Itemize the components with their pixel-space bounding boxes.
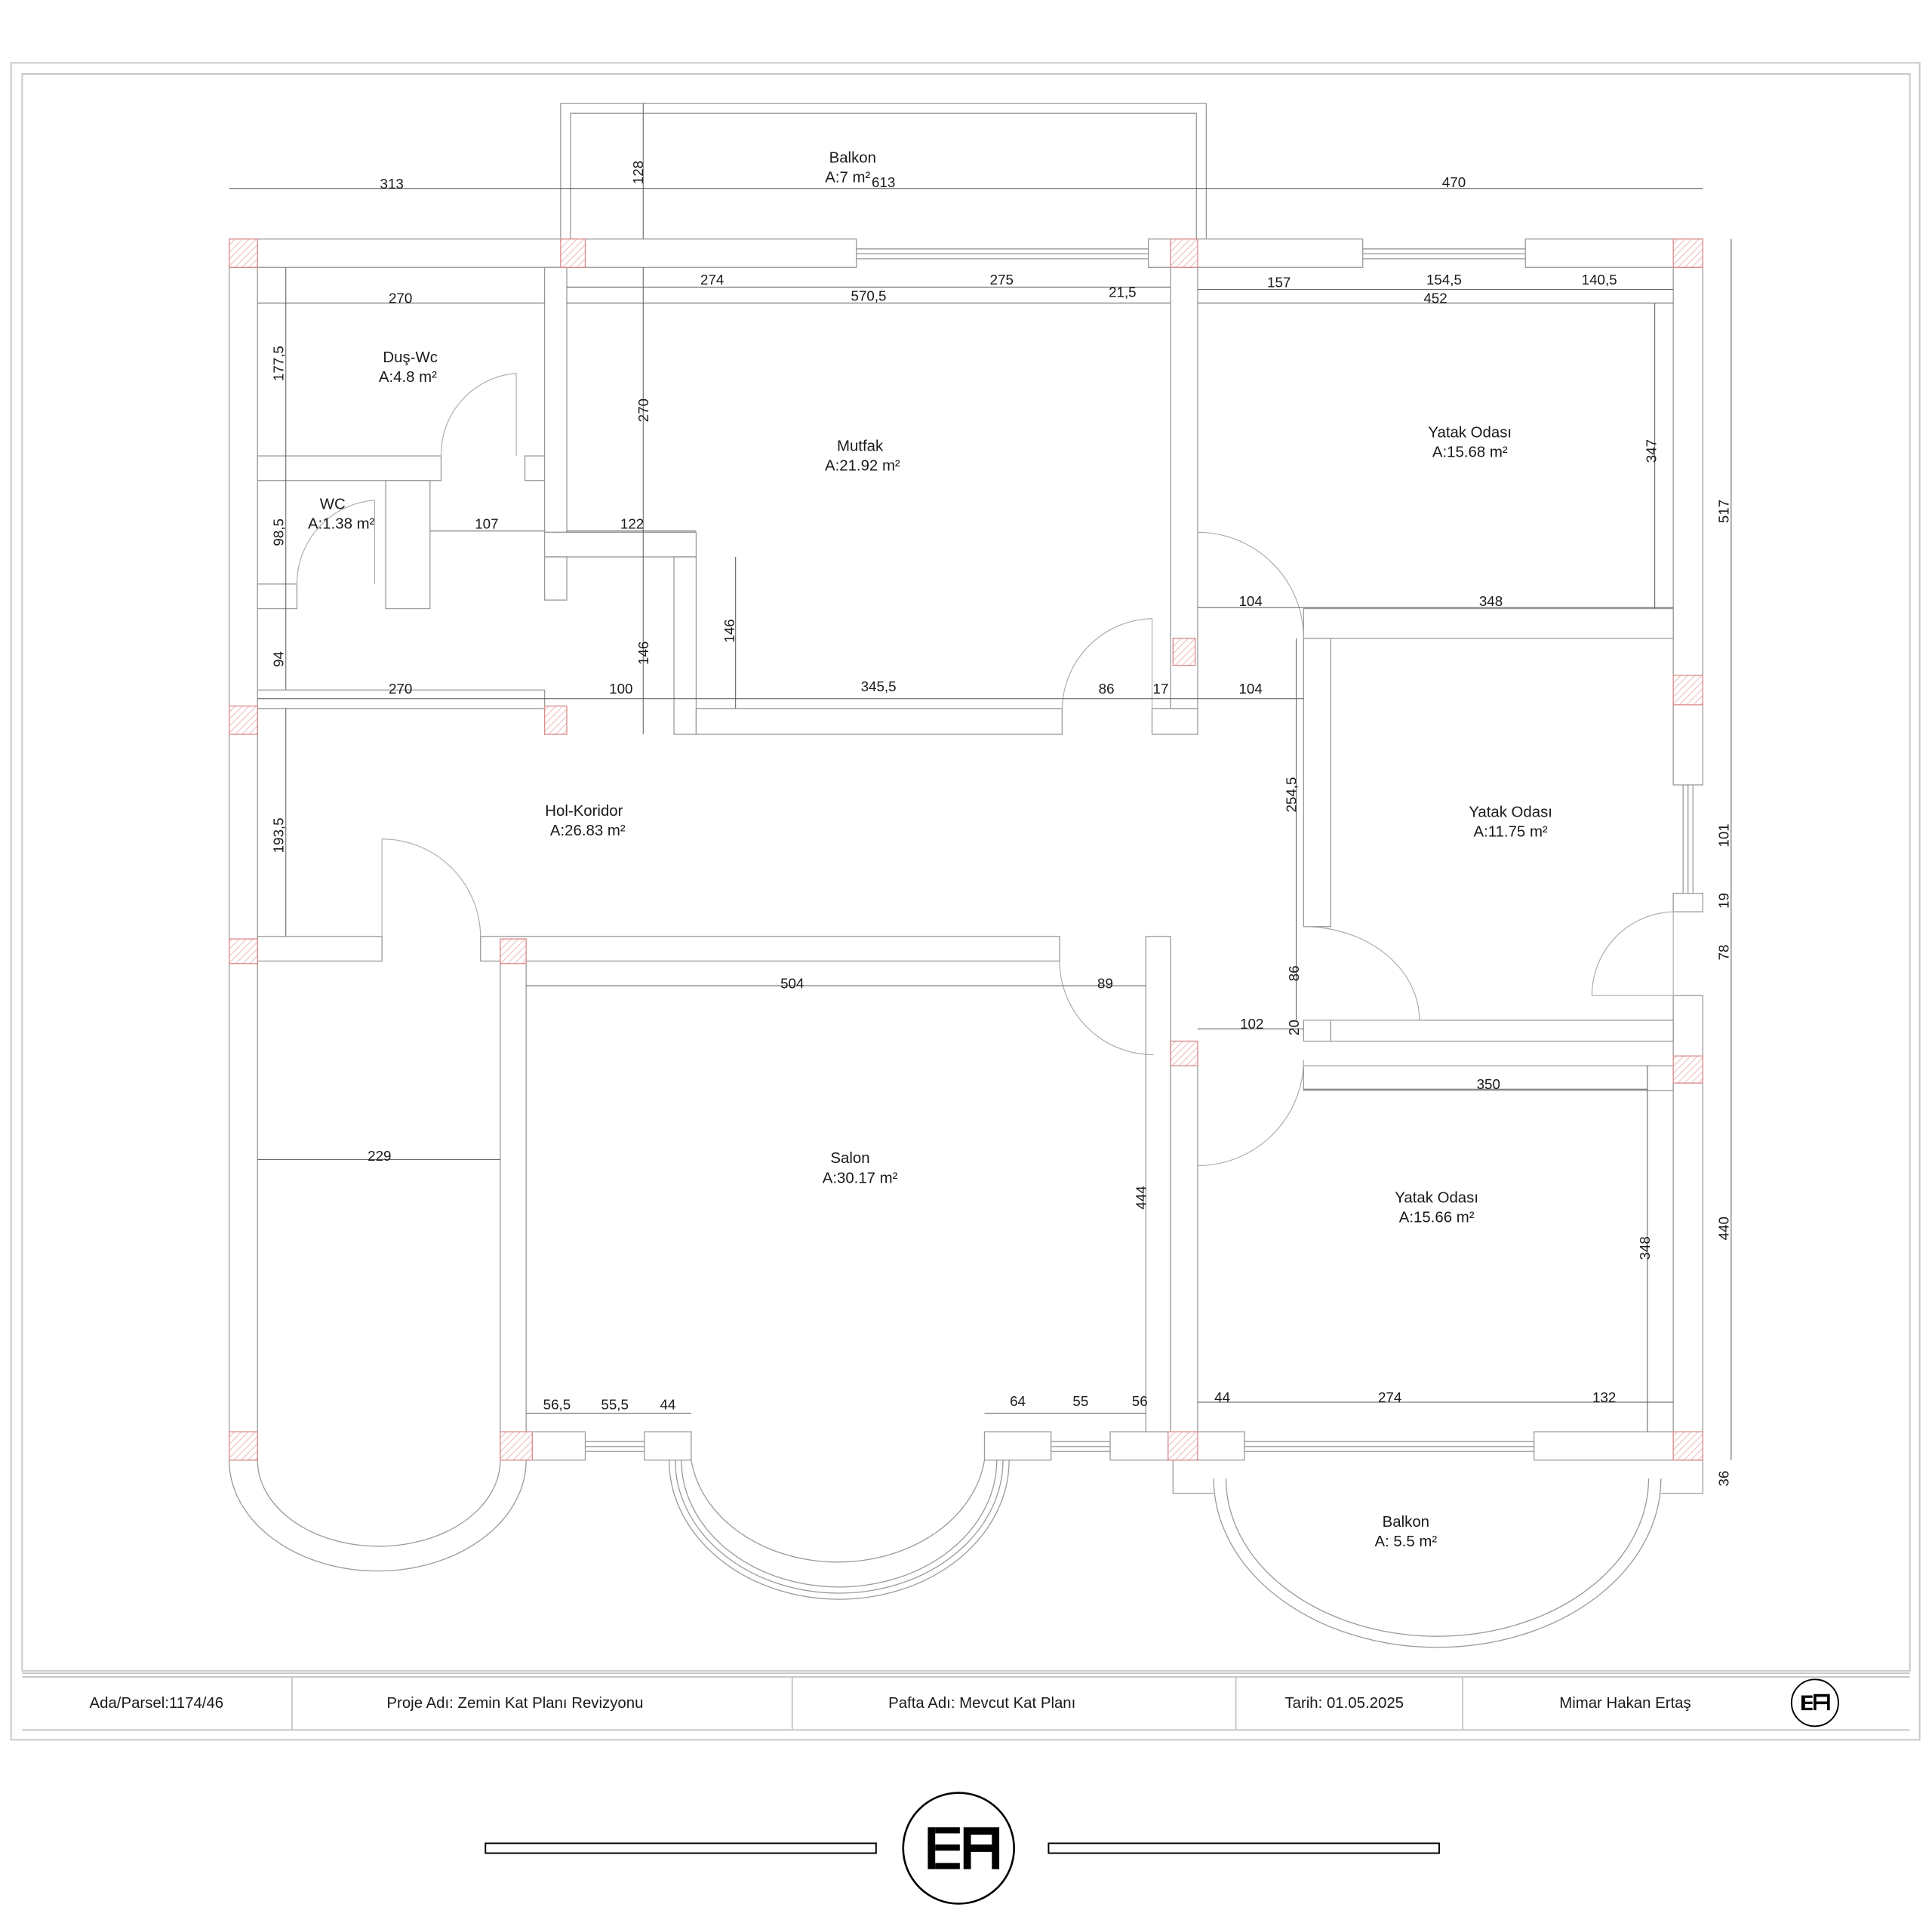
sheet-name: Pafta Adı: Mevcut Kat Planı [888,1695,1075,1712]
dimension-label: 56 [1132,1393,1148,1409]
dimension-label: 104 [1238,593,1262,609]
dimension-label: 229 [368,1148,391,1164]
dimension-label: 55 [1072,1393,1088,1409]
dimension-label: 21,5 [1109,284,1137,300]
dimension-label: 452 [1423,291,1447,306]
structural-columns [229,238,1703,1461]
dimension-label: 98,5 [271,518,287,546]
sheet-inner-border [21,72,1911,1672]
dimension-label: 89 [1097,975,1113,991]
dimension-lines [229,103,1732,1460]
room-name: Yatak Odası [1428,425,1512,441]
dimension-label: 146 [721,619,737,642]
dimension-label: 570,5 [851,288,887,303]
dimension-label: 56,5 [543,1397,571,1413]
room-area: A: 5.5 m² [1374,1534,1437,1550]
room-area: A:26.83 m² [550,823,626,839]
project-name: Proje Adı: Zemin Kat Planı Revizyonu [386,1695,643,1712]
sheet-outer-border [10,62,1921,1741]
room-name: WC [320,496,346,512]
dimension-label: 104 [1238,681,1262,697]
dimension-label: 64 [1010,1393,1026,1409]
room-area: A:30.17 m² [823,1170,898,1186]
dimension-label: 270 [389,681,412,697]
dimension-label: 440 [1716,1217,1732,1240]
dimension-label: 107 [475,515,498,531]
room-name: Balkon [1383,1514,1429,1531]
dimension-label: 154,5 [1426,272,1462,288]
dimension-labels: 313 613 470 128 274 275 21,5 570,5 157 1… [271,161,1732,1487]
dimension-label: 444 [1133,1186,1149,1209]
brand-logo [485,1792,1440,1905]
dimension-label: 19 [1716,893,1732,909]
dimension-label: 36 [1716,1471,1732,1487]
dimension-label: 254,5 [1284,777,1300,813]
dimension-label: 274 [700,272,724,288]
dimension-label: 146 [635,641,651,665]
dimension-label: 102 [1240,1016,1263,1032]
dimension-label: 504 [780,975,804,991]
room-area: A:15.66 m² [1399,1210,1475,1226]
dimension-label: 20 [1286,1020,1302,1035]
interior-walls [257,266,1674,1432]
title-block: Ada/Parsel:1174/46 Proje Adı: Zemin Kat … [22,1672,1910,1731]
dimension-label: 94 [271,651,287,667]
dimension-label: 157 [1267,274,1291,290]
top-balcony [560,103,1208,239]
parcel-label: Ada/Parsel:1174/46 [90,1695,224,1712]
dimension-label: 132 [1592,1389,1616,1405]
dimension-label: 86 [1099,681,1115,697]
dimension-label: 270 [635,398,651,422]
dimension-label: 140,5 [1582,272,1617,288]
dimension-label: 177,5 [271,346,287,381]
room-area: A:21.92 m² [825,458,900,475]
room-name: Mutfak [837,438,884,455]
dimension-label: 275 [990,272,1014,288]
salon-bay-window [668,1460,1010,1600]
dimension-label: 100 [609,681,632,697]
dimension-label: 348 [1479,593,1503,609]
room-name: Balkon [829,150,876,167]
dimension-label: 128 [630,161,646,184]
dimension-label: 270 [389,291,412,306]
dimension-label: 193,5 [271,817,287,853]
room-name: Yatak Odası [1395,1189,1478,1206]
room-area: A:7 m² [825,170,870,186]
room-area: A:1.38 m² [308,515,375,532]
dimension-label: 78 [1716,945,1732,961]
dimension-label: 348 [1637,1236,1653,1260]
room-area: A:15.68 m² [1432,445,1508,461]
room-name: Hol-Koridor [545,803,623,820]
exterior-walls [229,238,1703,1461]
dimension-label: 350 [1477,1076,1500,1092]
dimension-label: 55,5 [601,1397,629,1413]
dimension-label: 347 [1643,439,1659,463]
dimension-label: 101 [1716,823,1732,847]
dimension-label: 517 [1716,500,1732,523]
date-label: Tarih: 01.05.2025 [1284,1695,1404,1712]
room-name: Yatak Odası [1469,804,1552,820]
room-labels: Balkon A:7 m² Duş-Wc A:4.8 m² WC A:1.38 … [308,150,1552,1550]
dimension-label: 274 [1378,1389,1401,1405]
dimension-label: 470 [1442,174,1466,190]
dimension-label: 613 [872,174,895,190]
dimension-label: 17 [1153,681,1169,697]
room-area: A:11.75 m² [1474,824,1548,841]
left-bay [229,1460,527,1572]
dimension-label: 313 [380,176,404,192]
room-area: A:4.8 m² [379,369,437,386]
bottom-balcony [1172,1460,1703,1648]
room-name: Salon [830,1150,869,1167]
dimension-label: 122 [620,515,644,531]
architect-name: Mimar Hakan Ertaş [1559,1695,1691,1712]
dimension-label: 86 [1286,965,1302,981]
room-name: Duş-Wc [383,349,437,366]
small-logo-icon [1790,1678,1839,1727]
doors [296,373,1674,1167]
dimension-label: 44 [660,1397,675,1413]
dimension-label: 44 [1214,1389,1230,1405]
dimension-label: 345,5 [861,678,897,694]
